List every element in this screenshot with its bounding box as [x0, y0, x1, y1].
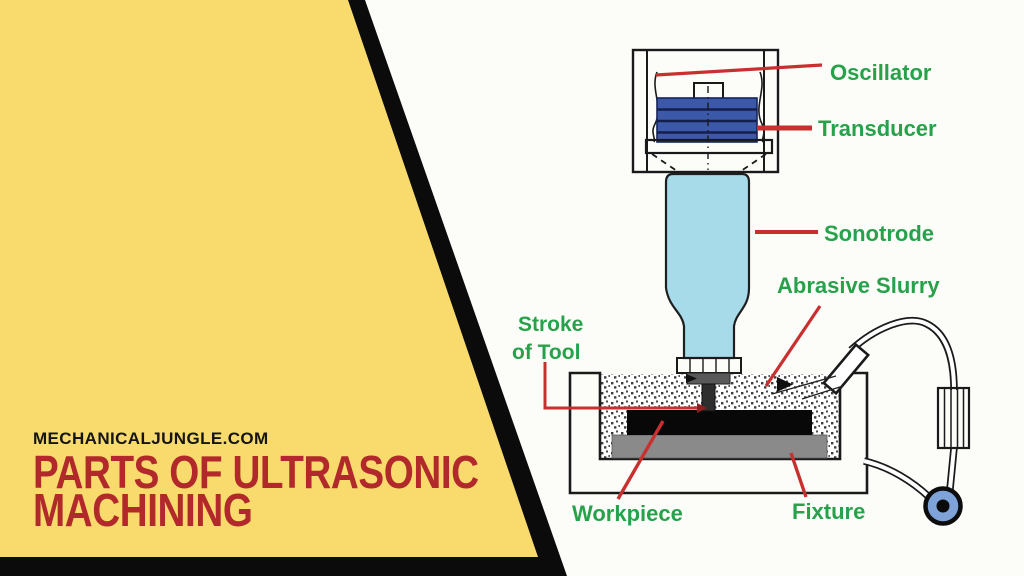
sonotrode-horn	[664, 172, 751, 360]
transducer-laminations	[657, 108, 757, 134]
coil-line-left	[652, 71, 659, 143]
label-transducer: Transducer	[818, 116, 937, 141]
tool-tip	[701, 383, 716, 412]
hose-pump-to-tank	[863, 457, 932, 500]
banner-text-block: MECHANICALJUNGLE.COM PARTS OF ULTRASONIC…	[33, 429, 513, 536]
mounting-plate	[644, 138, 774, 155]
slurry-filter	[936, 386, 971, 450]
workpiece-leader-line	[616, 420, 665, 500]
concentrator-dashed-left	[651, 153, 694, 183]
pump-hub	[936, 499, 950, 513]
abrasive-slurry-leader-line	[764, 305, 822, 387]
label-sonotrode: Sonotrode	[824, 221, 934, 246]
fixture-leader-line	[789, 452, 808, 498]
stroke-of-tool-arrow-icon	[697, 403, 707, 413]
vibration-arrow-icon	[686, 374, 697, 383]
slurry-nozzle	[821, 342, 871, 396]
page-title-line2: MACHINING	[33, 483, 253, 536]
abrasive-slurry-arrow-icon	[777, 377, 793, 392]
workpiece-slab	[627, 410, 812, 435]
oscillator-leader-line	[655, 63, 823, 77]
site-name: MECHANICALJUNGLE.COM	[33, 429, 269, 448]
stroke-of-tool-leader-line	[543, 362, 699, 410]
label-abrasive-slurry: Abrasive Slurry	[777, 273, 940, 298]
tool-holder-collar	[676, 357, 742, 374]
filter-ribs	[943, 388, 965, 448]
label-fixture: Fixture	[792, 499, 865, 524]
hose-filter-to-pump	[946, 447, 958, 490]
page-title: PARTS OF ULTRASONIC MACHINING	[33, 446, 479, 536]
page-title-line1: PARTS OF ULTRASONIC	[33, 446, 479, 498]
nozzle-stream-lines	[771, 375, 844, 400]
hose-top	[848, 317, 958, 391]
label-stroke-of-tool-line2: of Tool	[512, 341, 580, 364]
label-workpiece: Workpiece	[572, 501, 683, 526]
coil-line-right	[758, 71, 765, 143]
collar-segments	[689, 358, 730, 373]
oscillator-frame	[631, 48, 780, 174]
concentrator-dashed-right	[724, 153, 767, 183]
label-oscillator: Oscillator	[830, 60, 932, 85]
label-stroke-of-tool-line1: Stroke	[518, 313, 583, 336]
